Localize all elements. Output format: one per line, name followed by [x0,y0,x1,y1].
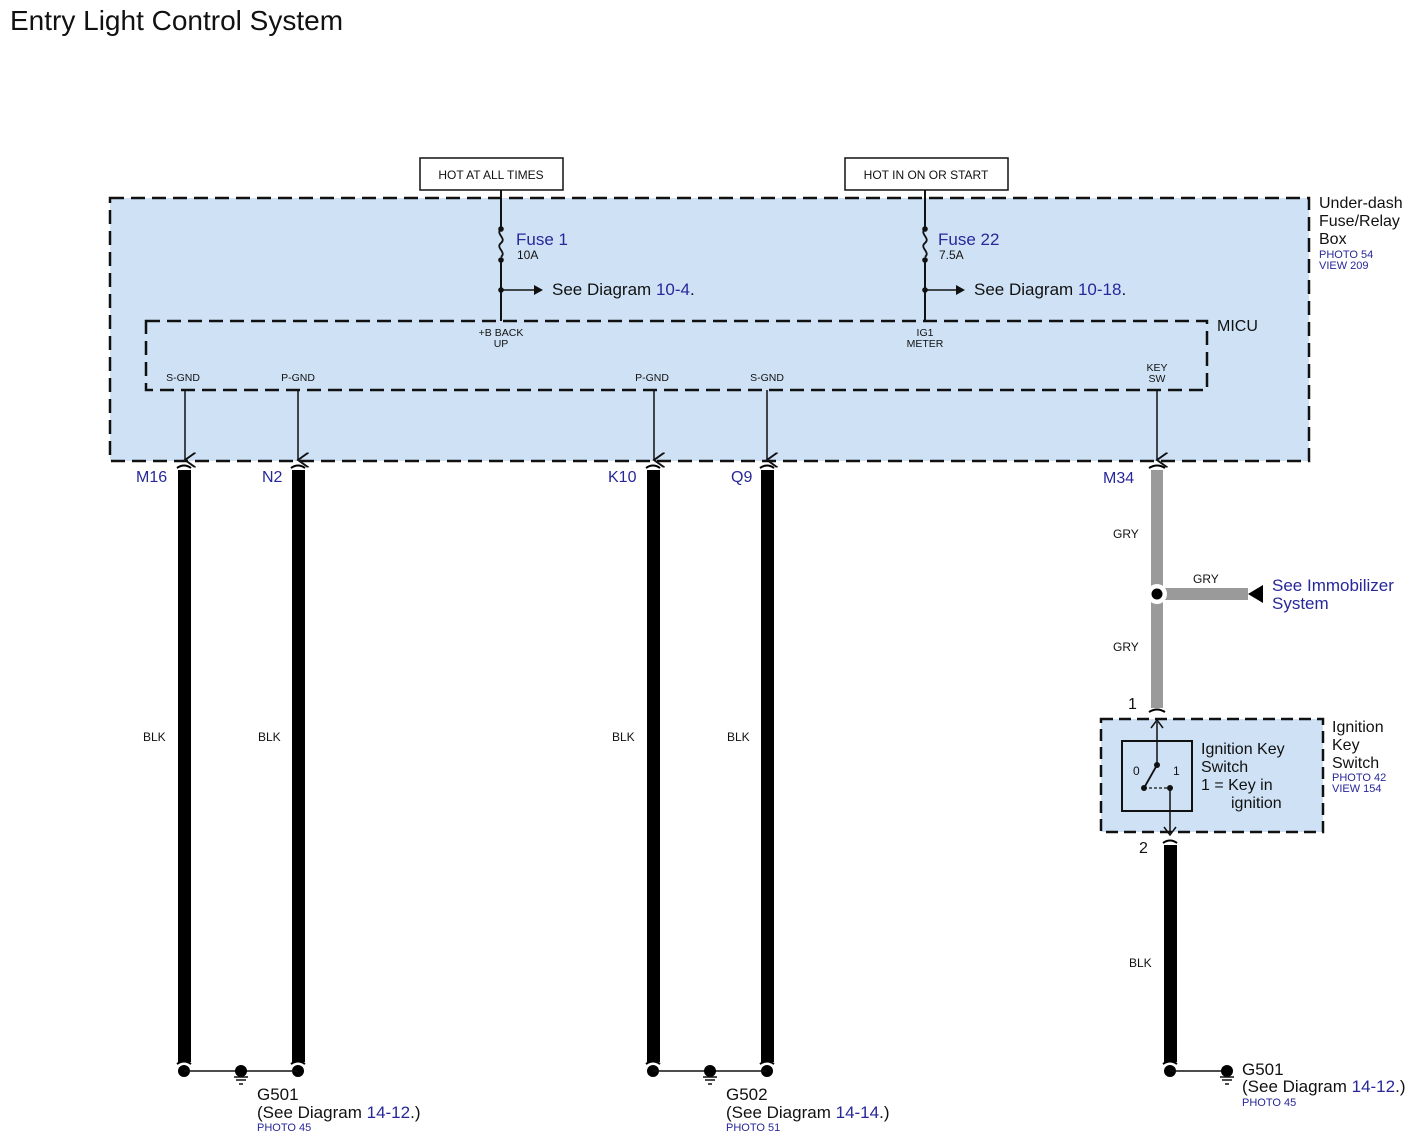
power-source-label: HOT AT ALL TIMES [438,168,543,182]
see-diagram-link-14-14[interactable]: (See Diagram 14-14.) [726,1103,889,1122]
immobilizer-link[interactable]: See Immobilizer [1272,576,1394,595]
wire-blk-q9 [761,470,774,1062]
fuse-relay-box [108,196,1311,463]
terminal-label-key-sw: SW [1149,373,1166,385]
arrow-left-icon [1248,585,1263,603]
switch-position-0: 0 [1133,764,1140,778]
ground-icon [1220,1065,1234,1085]
wire-color-label: GRY [1113,527,1139,541]
gray-wire-branch [1163,588,1248,600]
micu-label: MICU [1217,318,1258,335]
ignition-key-switch: 0 1 Ignition Key Switch 1 = Key in ignit… [1099,717,1325,837]
arrow-right-icon [956,285,965,295]
terminal-label: UP [494,338,509,350]
ground-name: G501 [1242,1060,1284,1079]
ground-label-g501-right: G501 (See Diagram 14-12.) PHOTO 45 [1242,1060,1405,1109]
wire-color-label: BLK [143,730,166,744]
fuse-name: Fuse 22 [938,230,999,249]
photo-link[interactable]: PHOTO 45 [257,1122,311,1134]
ground-icon [703,1065,717,1085]
switch-description: Ignition Key [1201,741,1285,758]
fuse-box-label: Under-dash Fuse/Relay Box PHOTO 54 VIEW … [1319,195,1403,272]
ground-name: G501 [257,1085,299,1104]
wire-blk-n2 [292,470,305,1062]
view-link[interactable]: VIEW 209 [1319,260,1369,272]
power-source-hot-at-all-times: HOT AT ALL TIMES [419,157,564,191]
component-name: Fuse/Relay [1319,213,1400,230]
switch-contact-arm [1143,764,1158,789]
ground-name: G502 [726,1085,768,1104]
component-name: Box [1319,231,1347,248]
ground-label-g501-left: G501 (See Diagram 14-12.) PHOTO 45 [257,1085,420,1134]
component-name: Switch [1332,755,1379,772]
page-title: Entry Light Control System [10,5,343,36]
micu-box [144,319,1209,392]
connector-m34: M34 [1103,470,1134,487]
immobilizer-link[interactable]: System [1272,594,1329,613]
switch-description: 1 = Key in [1201,777,1273,794]
wire-color-label: BLK [727,730,750,744]
wire-color-label: BLK [1129,956,1152,970]
terminal-label-s-gnd: S-GND [166,372,200,384]
terminal-label: IG1 [917,327,934,339]
connector-m16: M16 [136,469,167,486]
wire-blk-ignition [1164,845,1177,1062]
see-diagram-link-10-18[interactable]: See Diagram 10-18. [974,280,1126,299]
ground-icon [234,1065,248,1085]
pin-number: 2 [1139,840,1148,857]
ignition-switch-label: Ignition Key Switch PHOTO 42 VIEW 154 [1332,719,1386,795]
fuse-name: Fuse 1 [516,230,568,249]
pin-number: 1 [1128,696,1137,713]
view-link[interactable]: VIEW 154 [1332,783,1382,795]
ground-label-g502: G502 (See Diagram 14-14.) PHOTO 51 [726,1085,889,1134]
wire-color-label: BLK [612,730,635,744]
switch-position-1: 1 [1173,764,1180,778]
photo-link[interactable]: PHOTO 51 [726,1122,780,1134]
wire-blk-k10 [647,470,660,1062]
photo-link[interactable]: PHOTO 42 [1332,772,1386,784]
fuse-symbol [922,228,928,258]
component-name: Ignition [1332,719,1384,736]
terminal-leads [185,390,1157,460]
see-diagram-link-14-12[interactable]: (See Diagram 14-12.) [1242,1077,1405,1096]
terminal-label: METER [907,338,944,350]
connector-n2: N2 [262,469,283,486]
power-source-label: HOT IN ON OR START [864,168,989,182]
photo-link[interactable]: PHOTO 54 [1319,249,1373,261]
ground-wires-g501-left [176,464,306,1085]
see-diagram-link-14-12[interactable]: (See Diagram 14-12.) [257,1103,420,1122]
switch-description: Switch [1201,759,1248,776]
arrow-right-icon [534,285,543,295]
component-name: Key [1332,737,1360,754]
fuse-22-circuit: Fuse 22 7.5A See Diagram 10-18. IG1 METE… [907,190,1126,350]
terminal-label-p-gnd: P-GND [635,372,669,384]
wire-blk-m16 [178,470,191,1062]
fuse-1-circuit: Fuse 1 10A See Diagram 10-4. +B BACK UP [479,190,695,350]
fuse-rating: 7.5A [939,248,964,262]
terminal-label-s-gnd: S-GND [750,372,784,384]
power-source-hot-in-on-or-start: HOT IN ON OR START [844,157,1009,191]
component-name: Under-dash [1319,195,1403,212]
fuse-symbol [498,228,504,258]
wire-color-label: GRY [1193,572,1219,586]
see-diagram-link-10-4[interactable]: See Diagram 10-4. [552,280,695,299]
photo-link[interactable]: PHOTO 45 [1242,1097,1296,1109]
connector-q9: Q9 [731,469,752,486]
wire-color-label: GRY [1113,640,1139,654]
ground-wires-g502 [645,464,775,1085]
fuse-rating: 10A [517,248,538,262]
ground-wire-g501-right [1162,839,1234,1085]
splice-point [1151,588,1163,600]
terminal-label: +B BACK [479,327,524,339]
connector-k10: K10 [608,469,637,486]
terminal-label-key-sw: KEY [1146,362,1167,374]
gray-wire-key-sw [1147,464,1263,713]
wire-color-label: BLK [258,730,281,744]
terminal-label-p-gnd: P-GND [281,372,315,384]
switch-description: ignition [1231,795,1282,812]
